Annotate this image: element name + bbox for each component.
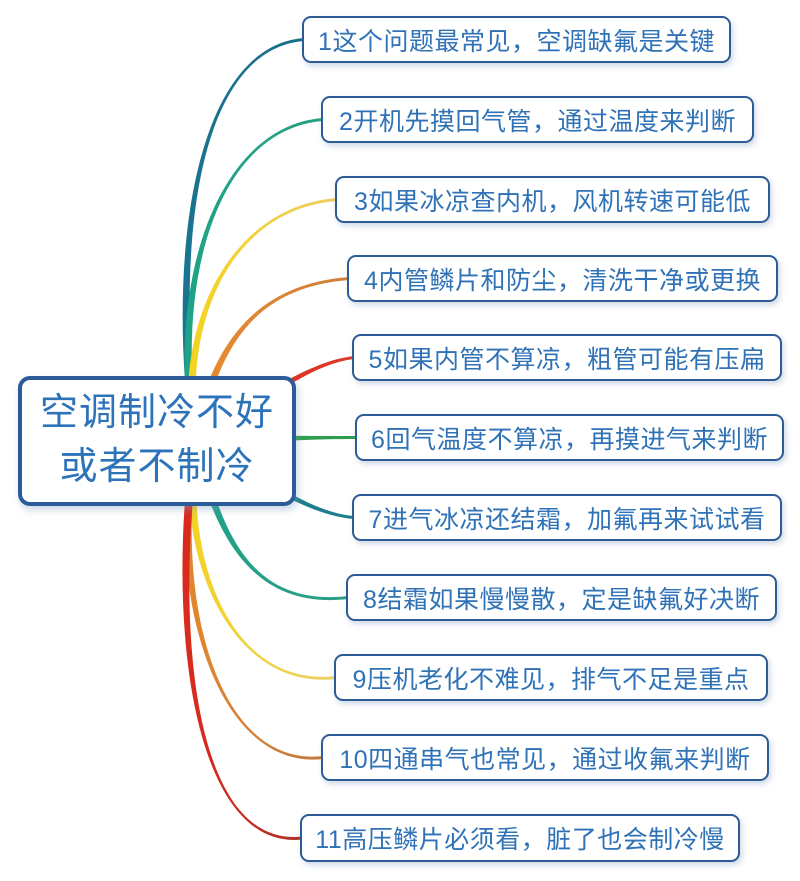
connector-8 [191, 440, 349, 601]
connector-9 [188, 440, 337, 680]
branch-node-8[interactable]: 8结霜如果慢慢散，定是缺氟好决断 [346, 574, 777, 621]
branch-node-1[interactable]: 1这个问题最常见，空调缺氟是关键 [302, 16, 731, 63]
branch-node-5[interactable]: 5如果内管不算凉，粗管可能有压扁 [352, 334, 782, 381]
central-topic-line2: 或者不制冷 [59, 446, 255, 488]
branch-node-10[interactable]: 10四通串气也常见，通过收氟来判断 [321, 734, 769, 781]
branch-node-4[interactable]: 4内管鳞片和防尘，清洗干净或更换 [347, 255, 778, 302]
branch-label: 3如果冰凉查内机，风机转速可能低 [354, 187, 751, 216]
connector-2 [184, 118, 324, 442]
branch-node-9[interactable]: 9压机老化不难见，排气不足是重点 [334, 654, 768, 701]
branch-label: 4内管鳞片和防尘，清洗干净或更换 [364, 266, 761, 295]
branch-node-7[interactable]: 7进气冰凉还结霜，加氟再来试试看 [352, 494, 782, 541]
branch-label: 5如果内管不算凉，粗管可能有压扁 [368, 345, 766, 374]
central-topic-line1: 空调制冷不好 [39, 392, 274, 435]
connector-4 [191, 277, 350, 442]
branch-label: 2开机先摸回气管，通过温度来判断 [339, 107, 736, 136]
branch-label: 7进气冰凉还结霜，加氟再来试试看 [368, 505, 766, 534]
branch-label: 8结霜如果慢慢散，定是缺氟好决断 [363, 585, 760, 614]
branch-node-11[interactable]: 11高压鳞片必须看，脏了也会制冷慢 [300, 814, 740, 862]
branch-label: 6回气温度不算凉，再摸进气来判断 [371, 425, 768, 454]
central-topic-node[interactable]: 空调制冷不好 或者不制冷 [18, 376, 296, 506]
branch-label: 10四通串气也常见，通过收氟来判断 [339, 745, 751, 774]
branch-node-6[interactable]: 6回气温度不算凉，再摸进气来判断 [355, 414, 784, 461]
branch-node-2[interactable]: 2开机先摸回气管，通过温度来判断 [321, 96, 754, 143]
branch-label: 11高压鳞片必须看，脏了也会制冷慢 [315, 826, 725, 854]
branch-label: 1这个问题最常见，空调缺氟是关键 [318, 27, 715, 56]
branch-node-3[interactable]: 3如果冰凉查内机，风机转速可能低 [335, 176, 770, 223]
branch-label: 9压机老化不难见，排气不足是重点 [352, 665, 750, 694]
